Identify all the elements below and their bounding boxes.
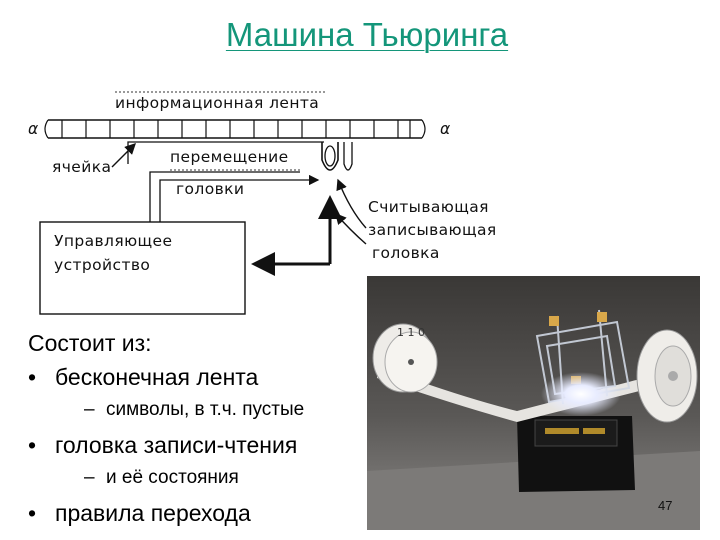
content-list: Состоит из: • бесконечная лента – символ…: [28, 328, 368, 528]
control-label-2: устройство: [54, 256, 150, 274]
head-label-1: Считывающая: [368, 198, 489, 216]
movement-path: [149, 171, 300, 225]
control-unit-box: [39, 221, 246, 315]
photo-tape-symbols: 1 1 0: [397, 326, 425, 339]
list-item: • правила перехода: [28, 498, 368, 528]
cell-arrow: [111, 143, 136, 168]
bullet: •: [28, 364, 37, 390]
sub-item-text: символы, в т.ч. пустые: [106, 399, 305, 420]
bullet: •: [28, 500, 37, 526]
information-tape: [44, 119, 426, 139]
head-label-2: записывающая: [368, 221, 497, 239]
tape-label: информационная лента: [115, 94, 319, 112]
movement-label-2: головки: [176, 180, 244, 198]
list-item-text: правила перехода: [55, 500, 251, 526]
read-write-head: [321, 142, 353, 171]
movement-frame-line: [127, 141, 324, 164]
control-label-1: Управляющее: [54, 232, 172, 250]
sub-item: – и её состояния: [84, 466, 368, 490]
head-arrow-2: [335, 212, 367, 245]
sub-item: – символы, в т.ч. пустые: [84, 398, 368, 422]
list-item-text: бесконечная лента: [55, 364, 259, 390]
head-arrow-1: [336, 178, 367, 229]
head-label-3: головка: [372, 244, 440, 262]
turing-machine-photo: 1 1 0: [367, 276, 700, 530]
list-lead: Состоит из:: [28, 330, 152, 356]
list-item: • головка записи-чтения: [28, 430, 368, 460]
sub-item-text: и её состояния: [106, 467, 239, 488]
cell-label: ячейка: [52, 158, 111, 176]
dash: –: [84, 399, 95, 420]
list-item: • бесконечная лента: [28, 362, 368, 392]
dash: –: [84, 467, 95, 488]
movement-arrow: [159, 174, 320, 225]
bullet: •: [28, 432, 37, 458]
alpha-left: α: [28, 120, 39, 138]
slide-title: Машина Тьюринга: [225, 16, 509, 53]
turing-machine-diagram: информационная лента α α ячейка перемеще…: [28, 91, 497, 315]
page-number: 47: [658, 498, 673, 513]
movement-label-1: перемещение: [170, 148, 289, 166]
list-item-text: головка записи-чтения: [55, 432, 298, 458]
alpha-right: α: [440, 120, 451, 138]
